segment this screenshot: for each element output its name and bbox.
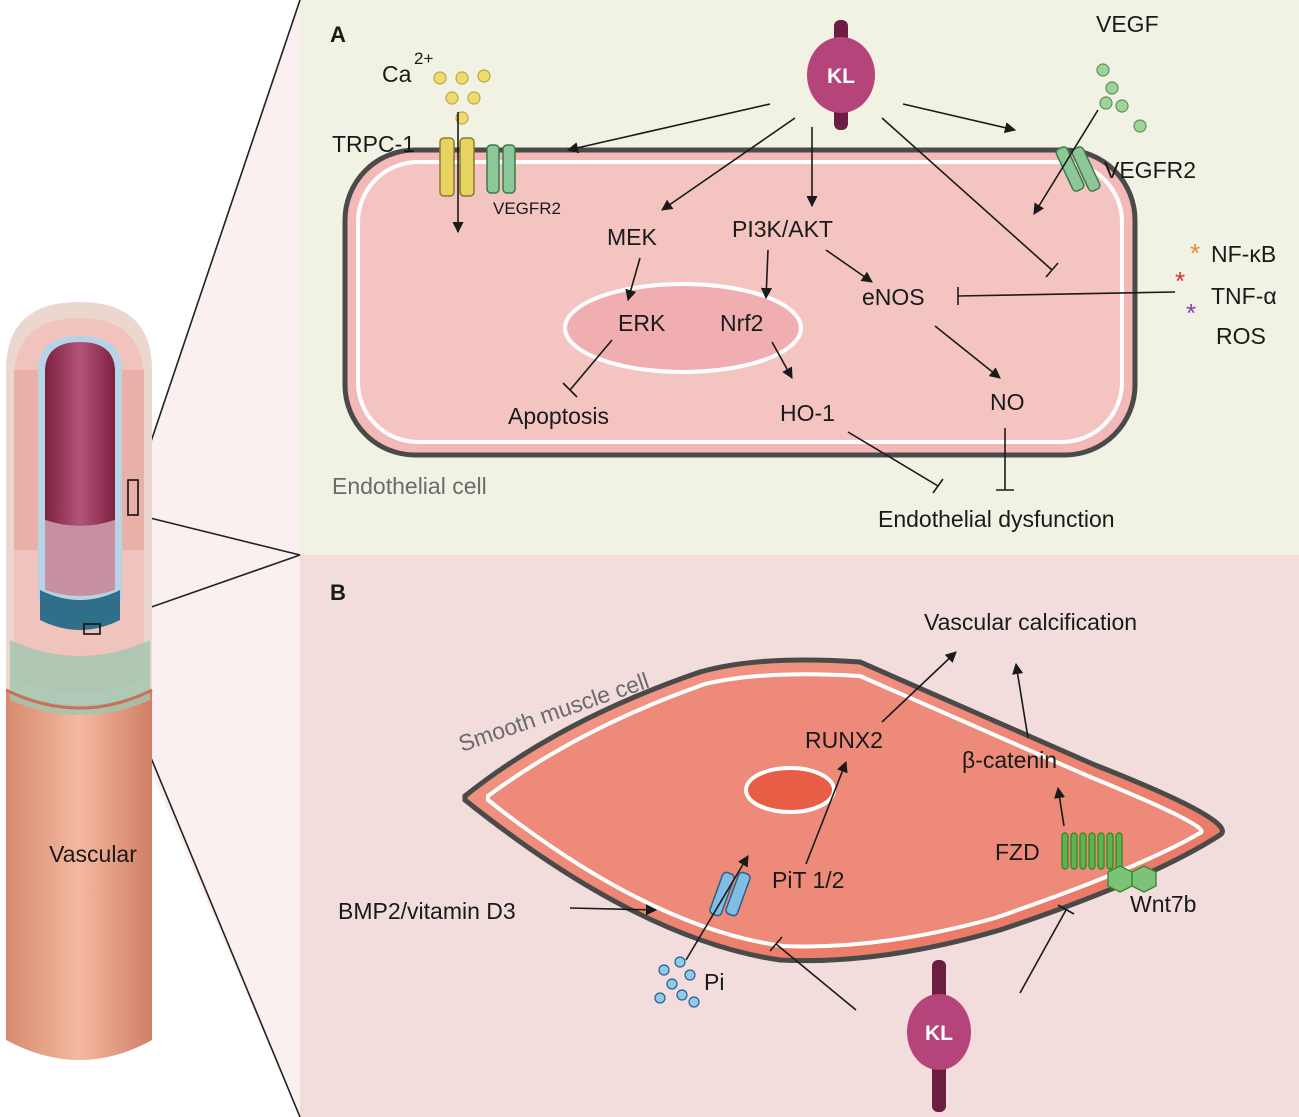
svg-text:*: * — [1186, 298, 1196, 328]
trpc-label: TRPC-1 — [332, 131, 415, 157]
pit-channel-icon — [709, 871, 751, 917]
smooth-muscle-nucleus — [744, 766, 836, 814]
vegfr2-right-icon — [1055, 146, 1101, 192]
vegf-icon — [1096, 63, 1147, 133]
zoom-box-smooth-muscle — [83, 623, 101, 635]
vegfr2-left-label: VEGFR2 — [493, 199, 561, 218]
zoom-line — [137, 514, 301, 556]
phosphate-ions-icon — [654, 956, 700, 1008]
inhibit-kl-to-pit — [775, 943, 857, 1011]
zoom-box-endothelium — [127, 479, 139, 516]
endothelial-cell-label: Endothelial cell — [332, 473, 487, 499]
vegfr2-right-label: VEGFR2 — [1104, 157, 1196, 183]
svg-text:KL: KL — [925, 1022, 953, 1045]
vegfr2-left-icon — [486, 144, 516, 194]
calcium-charge-label: 2+ — [414, 49, 433, 68]
nrf2-label: Nrf2 — [720, 310, 763, 336]
vegf-label: VEGF — [1096, 11, 1159, 37]
inhibit-ho1-to-dysfunction — [847, 431, 939, 487]
klotho-icon-a: KL — [807, 20, 875, 130]
inhibit-erk-to-apoptosis — [569, 339, 613, 391]
inhibit-kl-to-fzd — [1019, 909, 1067, 994]
inflammation-stars-icon: * * * — [1175, 238, 1200, 328]
wnt7b-icon — [1107, 865, 1157, 893]
svg-text:*: * — [1175, 266, 1185, 296]
zoom-wedge-background — [90, 0, 300, 1117]
pi-label: Pi — [704, 969, 724, 995]
pi3k-label: PI3K/AKT — [732, 216, 833, 242]
panel-b-arrows — [569, 651, 1075, 1011]
panel-a-arrows — [452, 103, 1176, 494]
arrow-kl-to-trpc — [566, 103, 771, 154]
endothelial-dysfunction-label: Endothelial dysfunction — [878, 506, 1115, 532]
bcatenin-label: β-catenin — [962, 747, 1057, 773]
arrow-runx2-to-calcification — [881, 651, 957, 723]
tnfa-label: TNF-α — [1211, 283, 1277, 309]
arrow-mek-to-erk — [625, 257, 641, 302]
calcium-label: Ca — [382, 61, 412, 87]
arrow-nrf2-to-ho1 — [771, 341, 793, 379]
fzd-receptor-icon — [1061, 832, 1123, 870]
nfkb-label: NF-κB — [1211, 241, 1276, 267]
enos-label: eNOS — [862, 284, 925, 310]
svg-text:*: * — [1190, 238, 1200, 268]
vessel-label: Vascular — [49, 841, 137, 867]
ho1-label: HO-1 — [780, 400, 835, 426]
arrow-bmp2-to-pit — [569, 904, 658, 916]
runx2-label: RUNX2 — [805, 727, 883, 753]
fzd-label: FZD — [995, 839, 1040, 865]
ros-label: ROS — [1216, 323, 1266, 349]
arrow-pi3k-to-enos — [825, 249, 873, 283]
arrow-pit-to-runx2 — [805, 760, 848, 865]
vessel-illustration — [5, 302, 153, 1060]
wnt7b-label: Wnt7b — [1130, 891, 1196, 917]
arrow-kl-to-vegfr2 — [902, 103, 1017, 134]
vascular-calcification-label: Vascular calcification — [924, 609, 1137, 635]
trpc-channel-icon — [439, 137, 475, 197]
panel-b-letter: B — [330, 580, 346, 605]
arrow-kl-to-mek — [661, 117, 796, 211]
zoom-line — [137, 0, 301, 481]
arrow-pi3k-to-nrf2 — [760, 249, 773, 300]
smooth-muscle-cell-inner — [486, 672, 1204, 949]
inhibit-kl-to-enos — [881, 117, 1053, 271]
arrow-fzd-to-bcatenin — [1054, 786, 1066, 827]
arrow-enos-to-no — [934, 325, 1001, 379]
panel-a-letter: A — [330, 22, 346, 47]
svg-text:KL: KL — [827, 65, 855, 88]
bmp2-label: BMP2/vitamin D3 — [338, 898, 516, 924]
arrow-bcatenin-to-calcification — [1012, 662, 1029, 739]
apoptosis-label: Apoptosis — [508, 403, 609, 429]
arrow-vegf-in — [1033, 109, 1099, 215]
erk-label: ERK — [618, 310, 666, 336]
pit-label: PiT 1/2 — [772, 867, 844, 893]
no-label: NO — [990, 389, 1025, 415]
arrow-pi-to-channel — [685, 855, 749, 961]
calcium-ions-icon — [433, 69, 491, 125]
endothelial-nucleus — [563, 282, 803, 374]
klotho-icon-b: KL — [907, 960, 971, 1112]
inhibit-inflammation-to-enos — [957, 291, 1176, 297]
mek-label: MEK — [607, 224, 658, 250]
